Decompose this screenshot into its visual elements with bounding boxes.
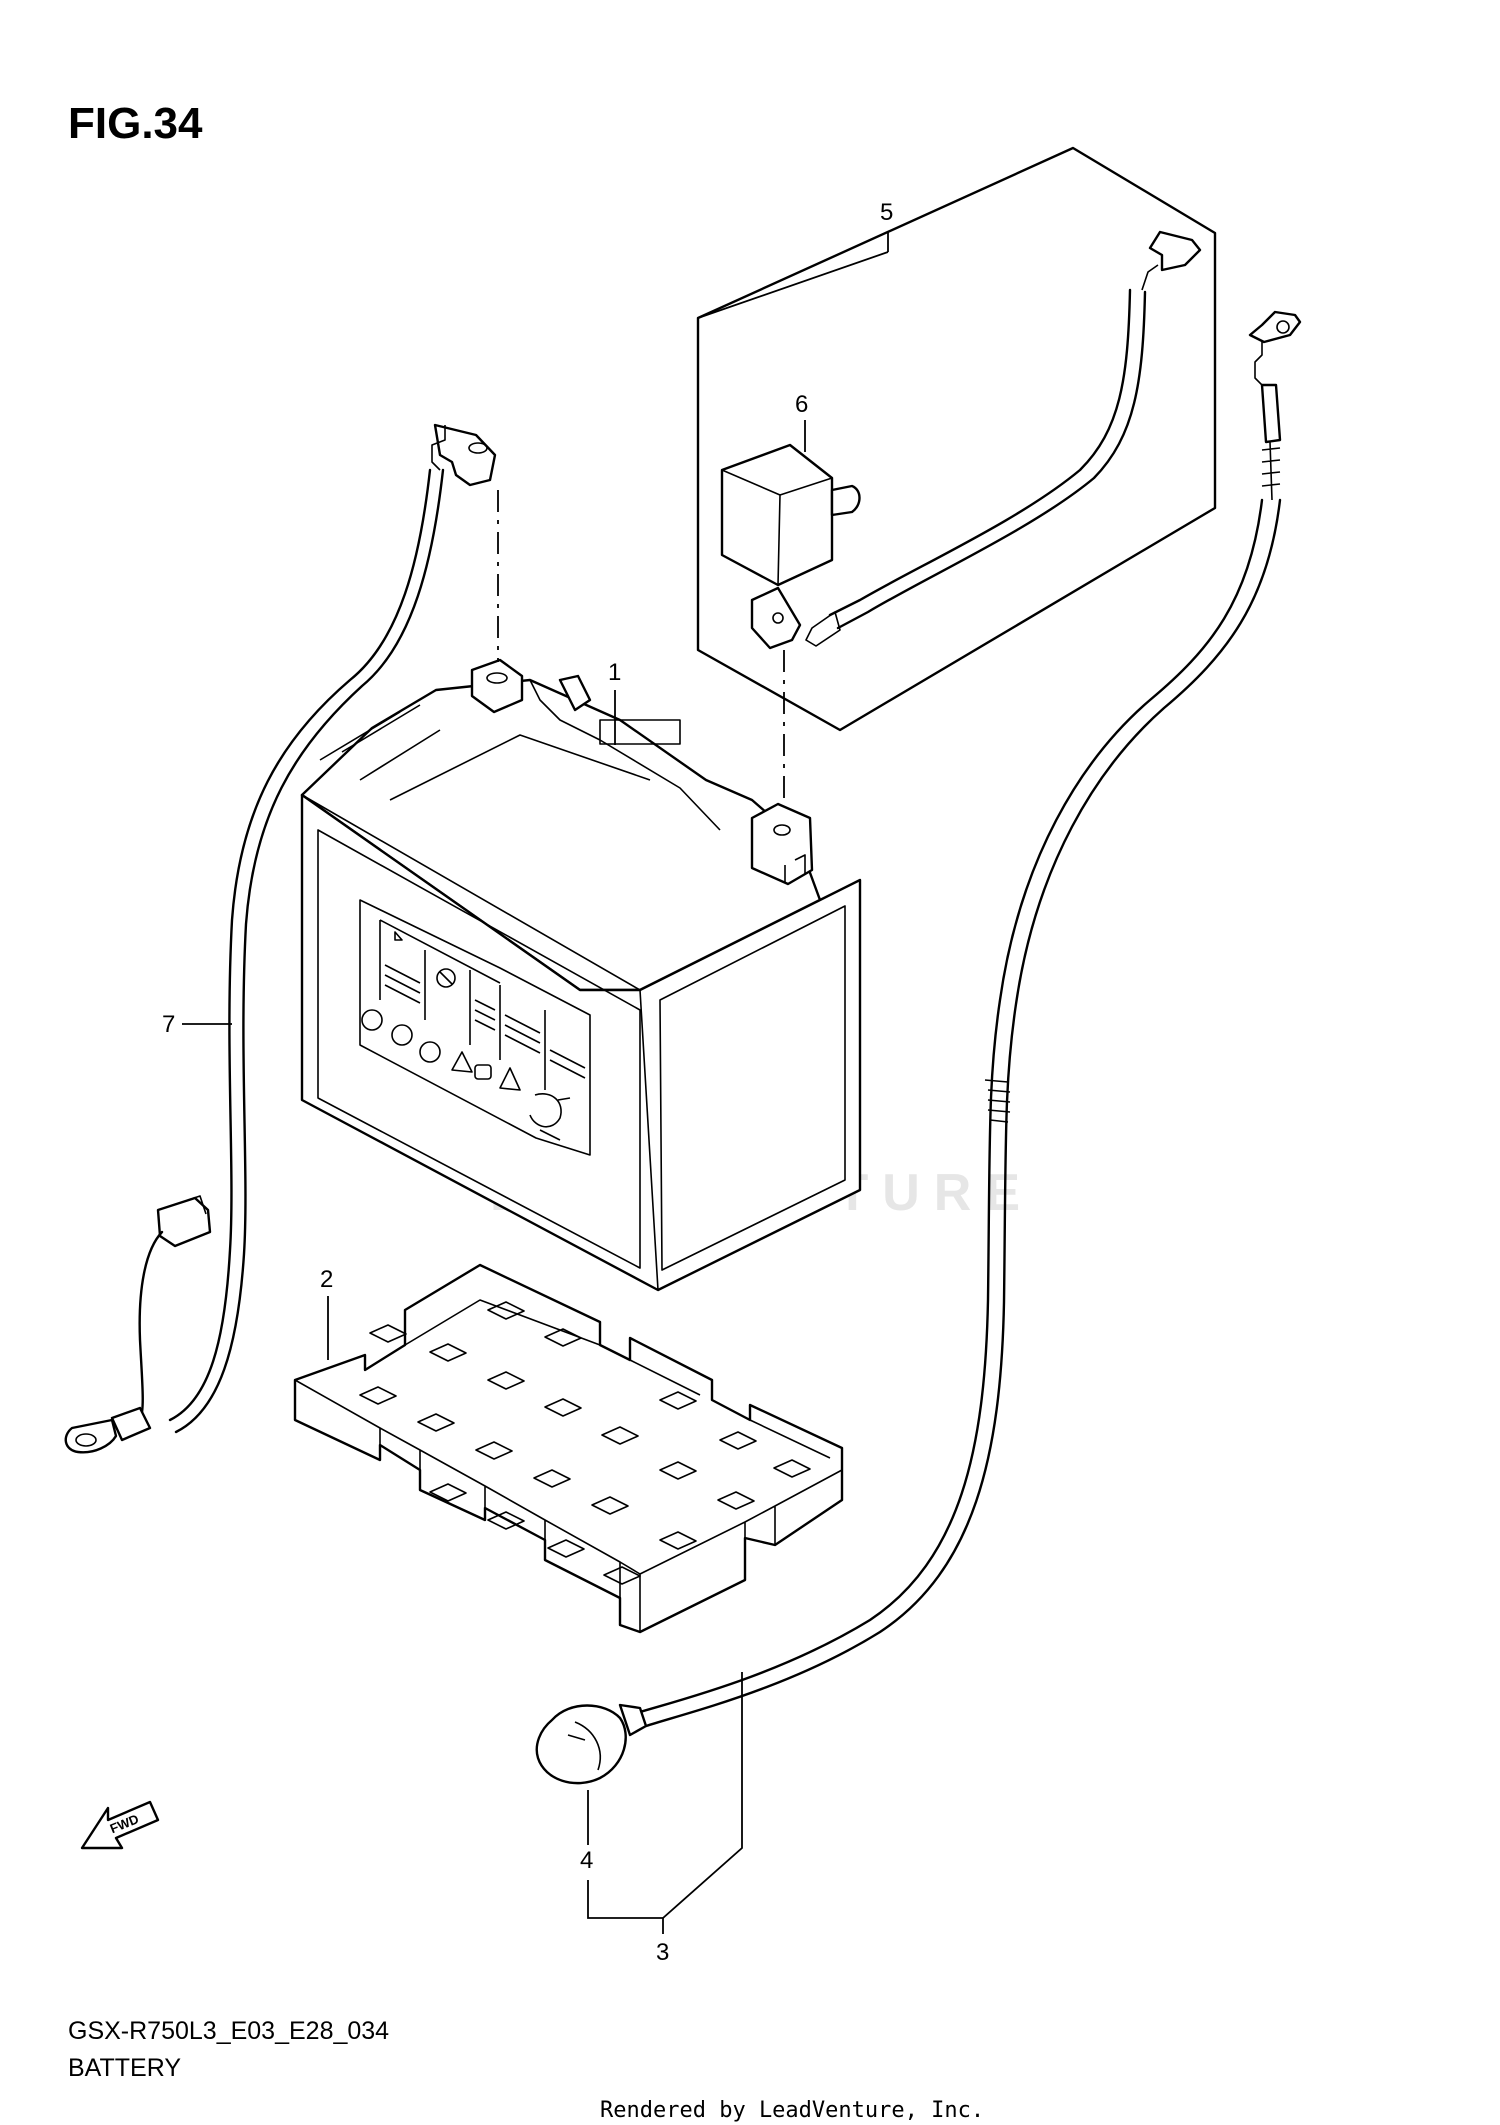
part-6-terminal-cover: [720, 420, 861, 587]
part-2-battery-tray: 2: [293, 1263, 844, 1634]
battery-warning-label: [359, 899, 591, 1156]
footer-credit: Rendered by LeadVenture, Inc.: [600, 2098, 984, 2123]
callout-3: 3: [656, 1939, 669, 1966]
part-1-battery: 1: [300, 658, 862, 1292]
fwd-arrow-icon: FWD: [80, 1800, 160, 1850]
callout-7: 7: [162, 1011, 175, 1038]
part-7-wire-harness: 7: [64, 423, 499, 1454]
part-5-positive-cable: [750, 230, 1202, 812]
figure-title: FIG.34: [68, 99, 203, 148]
callout-4: 4: [580, 1847, 593, 1874]
part-4-positive-cable: 4 3: [535, 310, 1302, 1966]
callout-6: 6: [795, 391, 808, 418]
callout-1: 1: [608, 659, 621, 686]
part-5-kit-box: [696, 146, 1217, 732]
section-name: BATTERY: [68, 2054, 181, 2082]
model-code: GSX-R750L3_E03_E28_034: [68, 2017, 389, 2045]
callout-2: 2: [320, 1266, 333, 1293]
callout-5: 5: [880, 199, 893, 226]
